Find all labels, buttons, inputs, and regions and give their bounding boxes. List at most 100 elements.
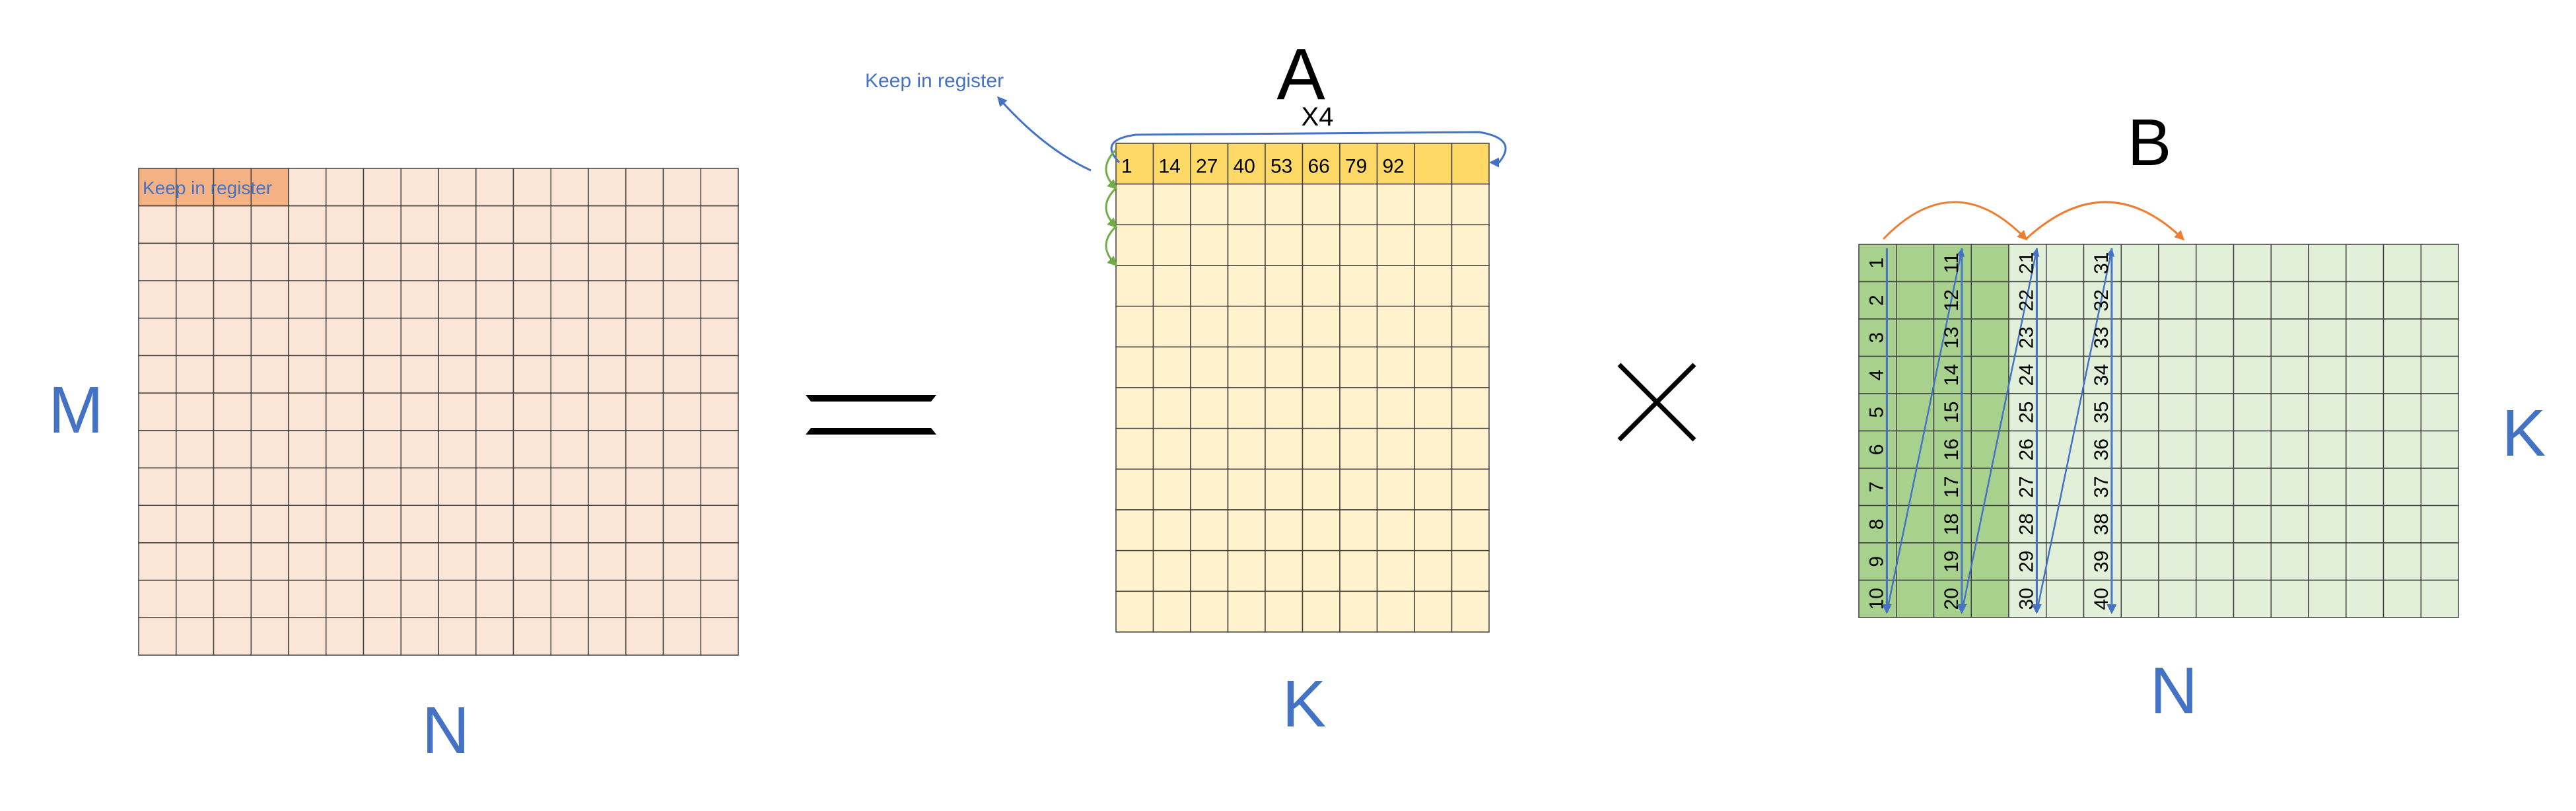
c-cell [326,579,365,619]
b-cell [2420,505,2459,544]
b-column-number: 40 [2091,588,2112,610]
c-cell [438,467,477,506]
b-column-number: 28 [2015,513,2037,535]
c-cell [213,318,252,357]
a-cell [1376,265,1415,307]
b-column-number: 31 [2091,252,2112,274]
b-cell [2270,579,2309,618]
b-cell [2270,318,2309,357]
c-cell [288,355,327,394]
a-cell [1451,590,1490,633]
c-cell [326,542,365,581]
a-cell [1414,265,1453,307]
c-cell [550,355,589,394]
c-cell [363,280,401,319]
c-cell [363,355,401,394]
a-cell [1227,346,1266,388]
b-cell [2383,244,2421,283]
c-cell [438,430,477,469]
c-cell [625,542,664,581]
c-cell [662,505,701,544]
b-column-number: 19 [1941,551,1963,573]
b-cell [2346,505,2385,544]
b-cell [1896,318,1935,357]
b-cell [2383,505,2421,544]
a-cell [1190,305,1229,348]
c-cell [438,392,477,431]
a-title-label: A [1276,34,1325,115]
c-cell [250,579,289,619]
b-cell [2383,318,2421,357]
c-cell [176,505,215,544]
b-cell [2420,468,2459,507]
a-row-number: 14 [1159,155,1181,177]
c-cell [438,542,477,581]
c-cell [625,318,664,357]
b-cell [2308,468,2347,507]
b-cell [2308,281,2347,320]
a-cell [1339,305,1378,348]
b-column-number: 2 [1865,295,1887,306]
a-cell [1152,549,1191,592]
a-cell [1302,224,1340,266]
b-column-number: 24 [2015,364,2037,386]
b-column-number: 39 [2091,551,2112,573]
c-cell [250,280,289,319]
c-cell [512,392,551,431]
a-cell [1414,183,1453,226]
b-cell [2383,542,2421,581]
a-cell [1190,387,1229,429]
c-cell [288,242,327,281]
b-column-number: 22 [2015,289,2037,311]
c-cell [363,168,401,207]
c-cell [363,617,401,656]
b-cell [1896,355,1935,394]
c-cell [662,205,701,244]
a-cell [1190,590,1229,633]
c-cell [176,168,215,207]
c-cell [138,168,177,207]
c-cell [213,542,252,581]
c-cell [588,318,627,357]
c-cell [512,280,551,319]
a-cell [1115,224,1154,266]
c-cell [400,505,439,544]
a-cell [1227,224,1266,266]
c-cell [700,318,739,357]
b-cell [2308,318,2347,357]
b-cell [2196,281,2235,320]
a-cell [1190,509,1229,551]
a-cell [1190,427,1229,470]
b-cell [1858,318,1897,357]
c-cell [550,242,589,281]
a-cell [1414,305,1453,348]
c-cell [662,318,701,357]
b-cell [2233,542,2272,581]
c-cell [512,505,551,544]
b-cell [2196,430,2235,469]
b-cell [1896,430,1935,469]
b-cell [2420,318,2459,357]
b-cell [2008,542,2047,581]
c-cell [288,579,327,619]
c-cell [512,205,551,244]
b-cell [2383,355,2421,394]
c-cell [512,430,551,469]
b-cell [2046,244,2085,283]
c-cell [512,242,551,281]
a-cell [1190,265,1229,307]
a-cell [1376,305,1415,348]
b-cell [2346,430,2385,469]
b-column-number: 7 [1865,481,1887,493]
c-note-label: Keep in register [143,178,272,198]
c-cell [400,579,439,619]
c-cell [213,467,252,506]
c-cell [213,355,252,394]
b-cell [2120,505,2159,544]
a-cell [1227,183,1266,226]
c-cell [588,242,627,281]
b-column-jump-arrow [1961,248,2040,613]
b-cell [1970,318,2009,357]
c-cell [176,242,215,281]
